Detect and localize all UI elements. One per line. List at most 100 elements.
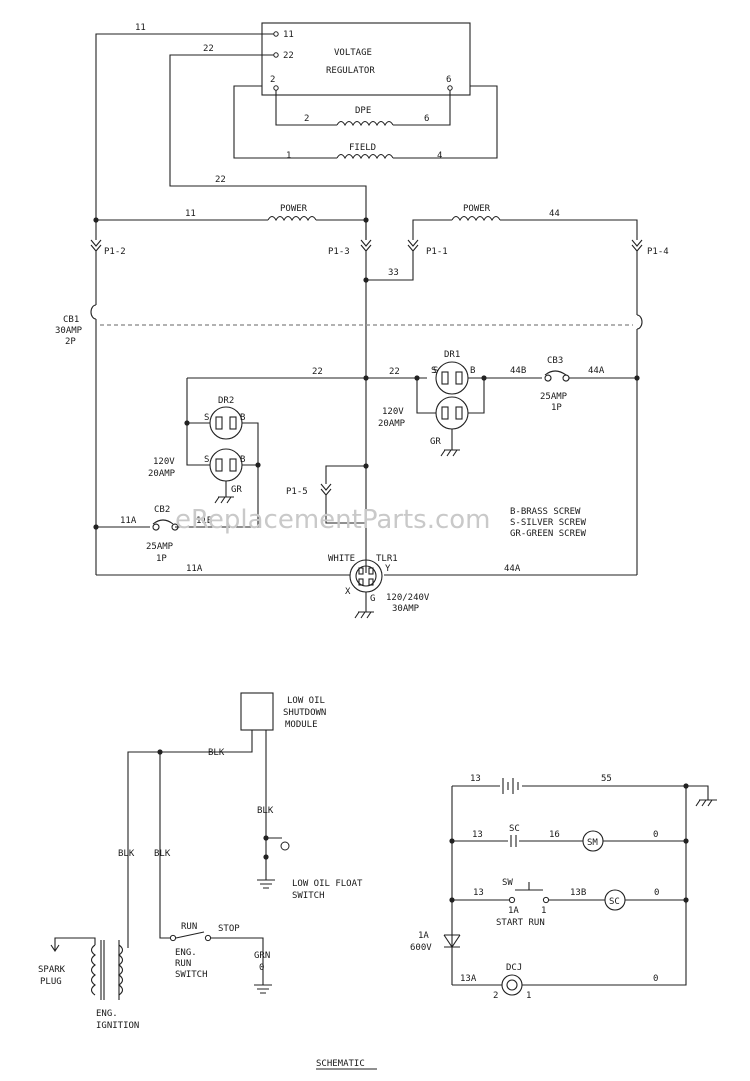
switch-label: RUN [181, 922, 197, 932]
wire-label: 4 [437, 151, 442, 161]
wire-label: BLK [208, 748, 225, 758]
switch-label: ENG. [175, 948, 197, 958]
dcj-label: DCJ [506, 963, 522, 973]
terminal-label: 6 [446, 75, 451, 85]
ground-label: GR [231, 485, 242, 495]
dpe-label: DPE [355, 106, 371, 116]
dr1-receptacle [435, 396, 469, 430]
cb2-rating: 1P [156, 554, 167, 564]
terminal-label: 2 [270, 75, 275, 85]
wire-label: 2 [304, 114, 309, 124]
wire-label: 11A [186, 564, 203, 574]
terminal-label: 11 [283, 30, 294, 40]
diode-label: 600V [410, 943, 432, 953]
cb3-rating: 25AMP [540, 392, 568, 402]
wire-label: 0 [653, 974, 658, 984]
wire-label: 44 [549, 209, 560, 219]
dr2-rating: 120V [153, 457, 175, 467]
wire-label: 11A [120, 516, 137, 526]
wire-label: 22 [215, 175, 226, 185]
dr2-receptacle [209, 406, 243, 440]
wire-label: 13 [472, 830, 483, 840]
tlr1-label: WHITE [328, 554, 355, 564]
connector-label: P1-4 [647, 247, 669, 257]
ground-label: GR [430, 437, 441, 447]
float-switch-label: SWITCH [292, 891, 325, 901]
wire-label: 0 [654, 888, 659, 898]
wire-label: 55 [601, 774, 612, 784]
connector-label: P1-5 [286, 487, 308, 497]
cb3-rating: 1P [551, 403, 562, 413]
breaker-label: 30AMP [55, 326, 83, 336]
voltage-regulator-label: REGULATOR [326, 66, 375, 76]
spark-plug-label: PLUG [40, 977, 62, 987]
ignition-label: IGNITION [96, 1021, 139, 1031]
low-oil-label: MODULE [285, 720, 318, 730]
dr2-receptacle [209, 448, 243, 482]
wire-label: 11 [135, 23, 146, 33]
tlr1-receptacle [355, 565, 377, 587]
wire-label: 44A [588, 366, 605, 376]
wire-label: 22 [389, 367, 400, 377]
ignition-label: ENG. [96, 1009, 118, 1019]
wire-label: 6 [424, 114, 429, 124]
wire-label: BLK [257, 806, 274, 816]
dr2-label: DR2 [218, 396, 234, 406]
wire-label: 13 [470, 774, 481, 784]
legend-line: B-BRASS SCREW [510, 507, 581, 517]
start-motor-label: SM [587, 838, 598, 848]
power-label: POWER [463, 204, 491, 214]
screw-label: B [240, 413, 245, 423]
switch-label: STOP [218, 924, 240, 934]
screw-label: S [204, 413, 209, 423]
screw-label: B [470, 366, 475, 376]
wire-label: 22 [203, 44, 214, 54]
diode-label: 1A [418, 931, 429, 941]
legend-line: GR-GREEN SCREW [510, 529, 586, 539]
dr1-label: DR1 [444, 350, 460, 360]
dcj-pin-label: 2 [493, 991, 498, 1001]
wire-label: 1 [286, 151, 291, 161]
screw-label: S [204, 455, 209, 465]
wire-label: 16 [549, 830, 560, 840]
voltage-regulator-box [261, 22, 471, 96]
screw-label: B [240, 455, 245, 465]
wire-label: SC [509, 824, 520, 834]
low-oil-label: SHUTDOWN [283, 708, 326, 718]
dr1-rating: 120V [382, 407, 404, 417]
switch-label: START RUN [496, 918, 545, 928]
dr1-rating: 20AMP [378, 419, 406, 429]
screw-label: S [431, 366, 436, 376]
connector-label: P1-1 [426, 247, 448, 257]
dr1-receptacle [435, 361, 469, 395]
field-label: FIELD [349, 143, 376, 153]
wire-label: 44B [510, 366, 526, 376]
wire-label: 22 [312, 367, 323, 377]
tlr1-pin-label: G [370, 594, 375, 604]
cb2-rating: 25AMP [146, 542, 174, 552]
wire-label: 0 [259, 963, 264, 973]
terminal-label: 22 [283, 51, 294, 61]
tlr1-rating: 120/240V [386, 593, 430, 603]
connector-label: P1-2 [104, 247, 126, 257]
low-oil-module-box [240, 692, 274, 731]
wire-label: BLK [154, 849, 171, 859]
switch-label: SWITCH [175, 970, 208, 980]
spark-plug-label: SPARK [38, 965, 66, 975]
switch-label: RUN [175, 959, 191, 969]
wire-label: GRN [254, 951, 270, 961]
power-label: POWER [280, 204, 308, 214]
dcj-pin-label: 1 [526, 991, 531, 1001]
tlr1-pin-label: Y [385, 564, 391, 574]
start-coil-label: SC [609, 897, 620, 907]
wire-label: 1 [541, 906, 546, 916]
schematic-caption: SCHEMATIC [316, 1059, 365, 1069]
tlr1-label: TLR1 [376, 554, 398, 564]
wire-label: 13B [570, 888, 586, 898]
wire-label: 11B [196, 516, 212, 526]
tlr1-rating: 30AMP [392, 604, 420, 614]
screw-label: S [433, 366, 438, 376]
legend-line: S-SILVER SCREW [510, 518, 586, 528]
low-oil-label: LOW OIL [287, 696, 325, 706]
